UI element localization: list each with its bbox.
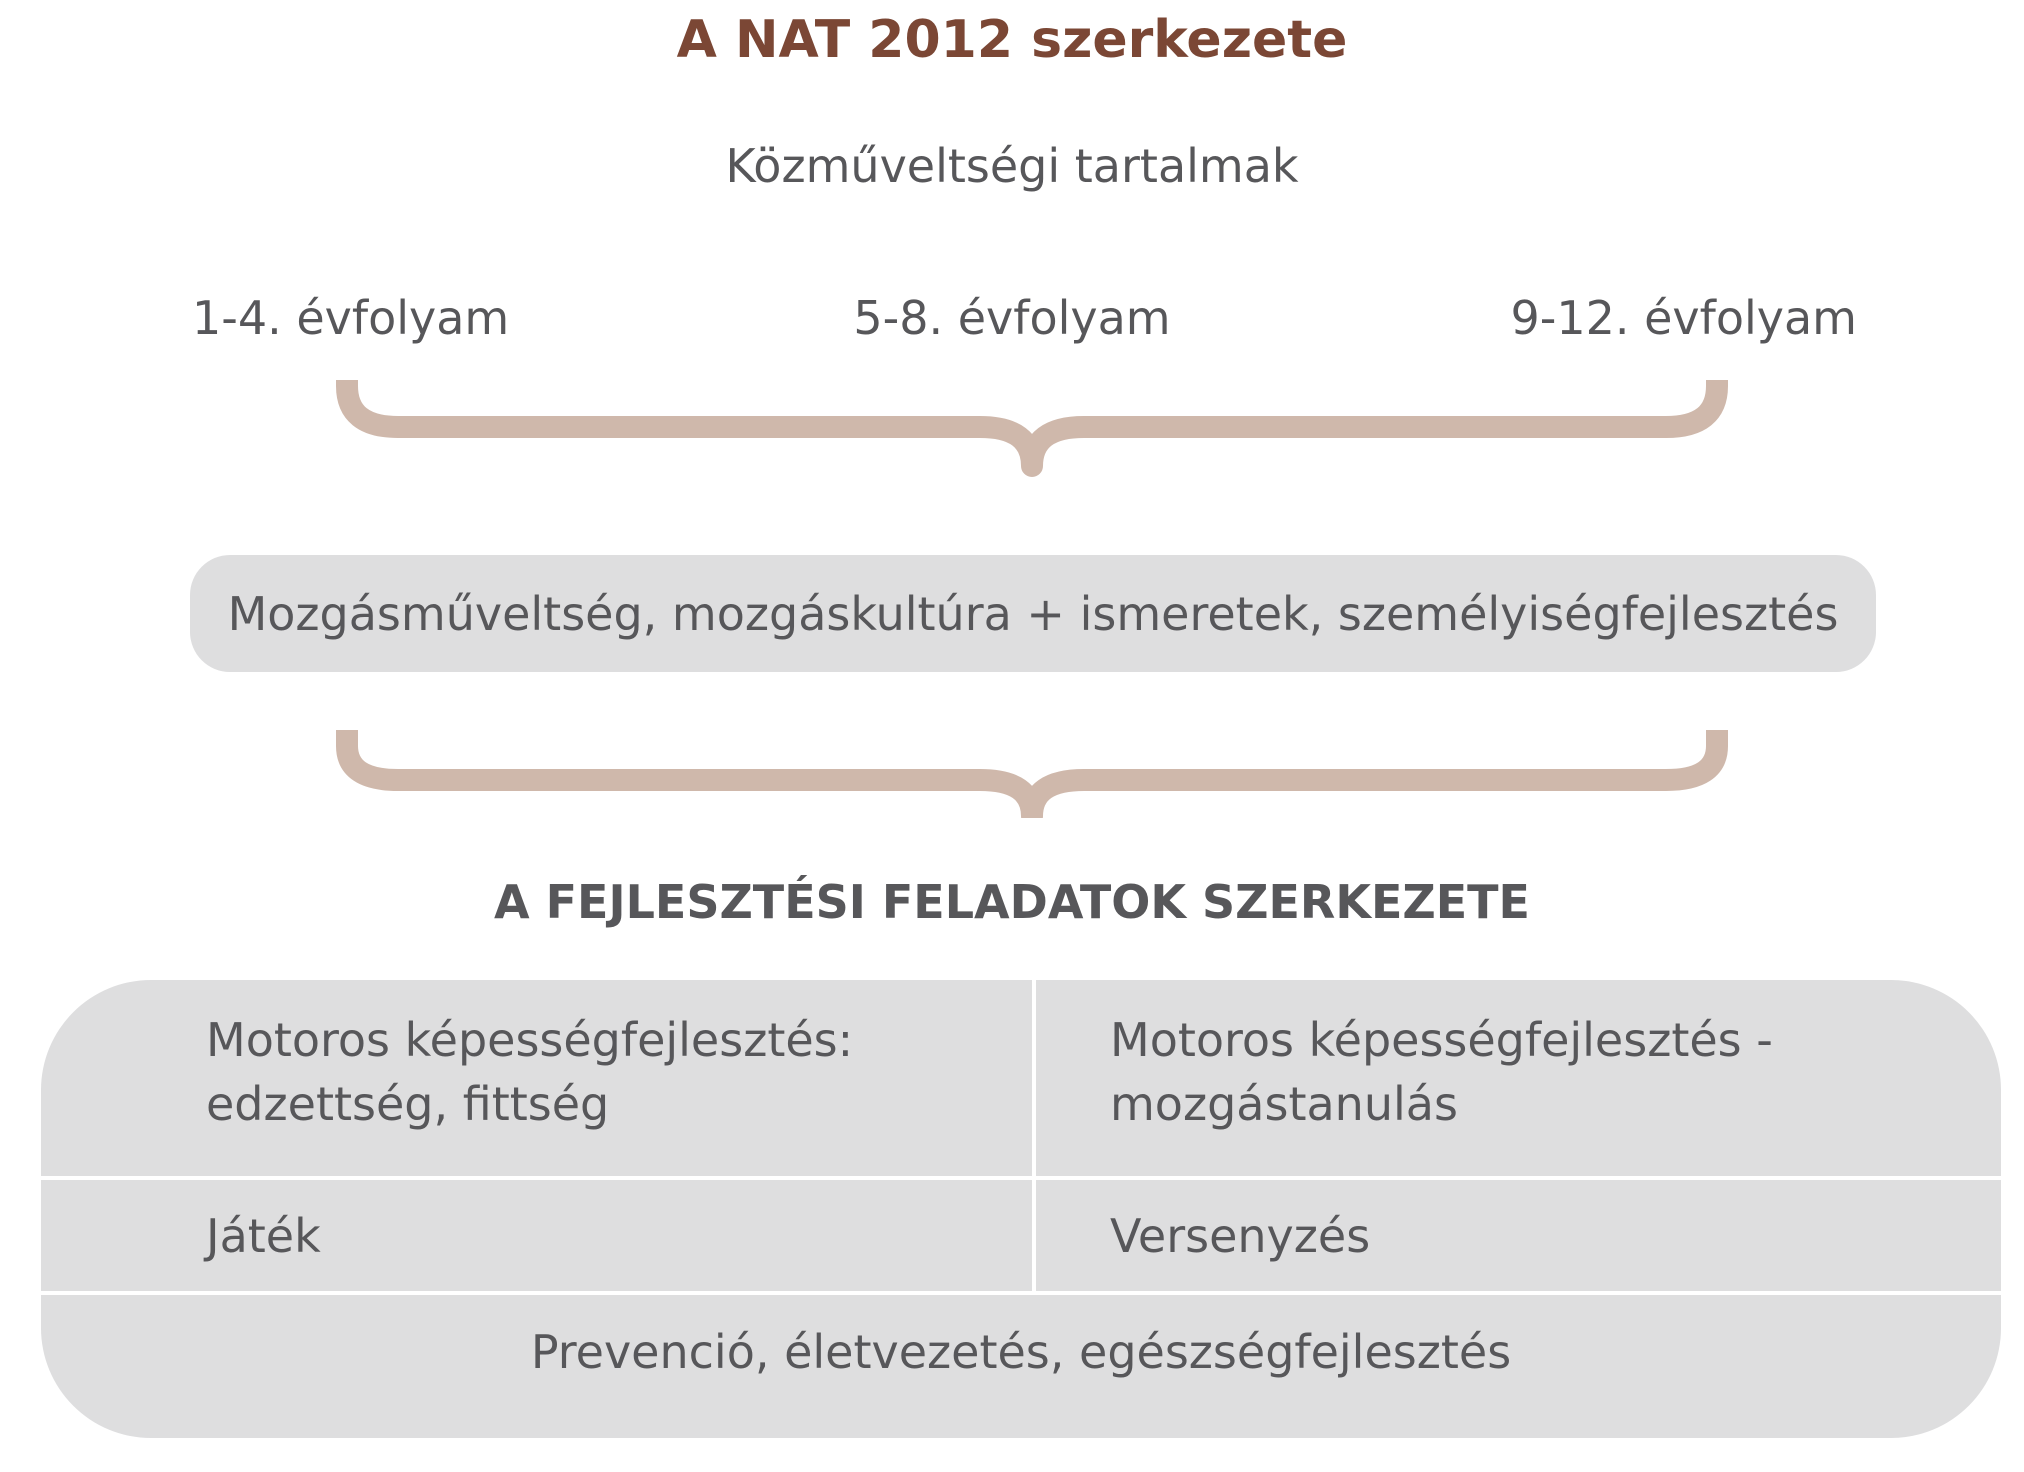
- task-competition: Versenyzés: [1110, 1209, 1371, 1263]
- page-title: A NAT 2012 szerkezete: [676, 10, 1348, 70]
- row-divider: [41, 1176, 2001, 1180]
- task-motor-learning: Motoros képességfejlesztés - mozgástanul…: [1110, 1008, 1773, 1136]
- row-divider: [41, 1291, 2001, 1295]
- task-game: Játék: [206, 1209, 321, 1263]
- curly-brace-bottom: [336, 730, 1728, 818]
- task-motor-fitness-line-1: Motoros képességfejlesztés:: [206, 1013, 854, 1067]
- task-motor-fitness-line-2: edzettség, fittség: [206, 1077, 610, 1131]
- column-divider: [1032, 980, 1036, 1293]
- subtitle: Közműveltségi tartalmak: [725, 139, 1299, 193]
- task-prevention-health: Prevenció, életvezetés, egészségfejleszt…: [530, 1325, 1512, 1379]
- task-motor-fitness: Motoros képességfejlesztés: edzettség, f…: [206, 1008, 853, 1136]
- curly-brace-top: [336, 380, 1728, 477]
- task-motor-learning-line-1: Motoros képességfejlesztés -: [1110, 1013, 1773, 1067]
- content-summary-box: Mozgásműveltség, mozgáskultúra + ismeret…: [190, 555, 1876, 672]
- development-tasks-panel: Motoros képességfejlesztés: edzettség, f…: [41, 980, 2001, 1438]
- grade-label-5-8: 5-8. évfolyam: [853, 291, 1171, 345]
- grade-label-9-12: 9-12. évfolyam: [1510, 291, 1857, 345]
- task-motor-learning-line-2: mozgástanulás: [1110, 1077, 1458, 1131]
- grade-label-1-4: 1-4. évfolyam: [192, 291, 510, 345]
- section-heading: A FEJLESZTÉSI FELADATOK SZERKEZETE: [494, 875, 1530, 929]
